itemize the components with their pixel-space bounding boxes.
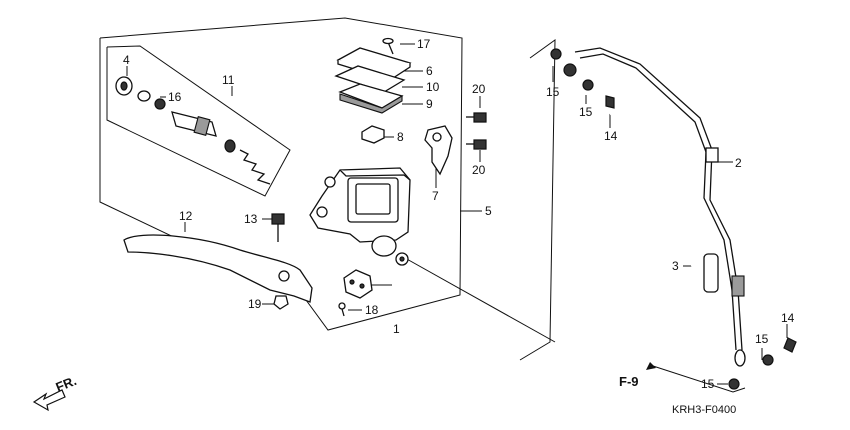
callout-12: 12: [179, 209, 193, 223]
front-direction-indicator: FR.: [32, 373, 79, 412]
callout-1: 1: [393, 322, 400, 336]
callout-15-upper-left: 15: [546, 85, 560, 99]
reference-pointer: F-9: [619, 362, 656, 389]
callout-9: 9: [426, 97, 433, 111]
stop-switch: [338, 269, 373, 317]
assembly-frames: [99, 17, 556, 361]
callout-13: 13: [244, 212, 258, 226]
front-arrow-icon: [32, 389, 66, 412]
holder-and-bolts: [424, 112, 487, 176]
callout-labels: 1 2 3 4 5 6 7 8 9 10 11 12 13 14 14 15 1…: [123, 37, 795, 391]
callout-20-lower: 20: [472, 163, 486, 177]
front-direction-label: FR.: [54, 373, 79, 395]
callout-10: 10: [426, 80, 440, 94]
callout-11: 11: [222, 73, 235, 87]
reference-arrowhead: [646, 362, 656, 370]
callout-6: 6: [426, 64, 433, 78]
callout-14-upper: 14: [604, 129, 618, 143]
callout-16: 16: [168, 90, 182, 104]
callout-8: 8: [397, 130, 404, 144]
callout-20-upper: 20: [472, 82, 486, 96]
callout-15-lower-right: 15: [755, 332, 769, 346]
reference-label: F-9: [619, 374, 639, 389]
callout-18: 18: [365, 303, 379, 317]
callout-2: 2: [735, 156, 742, 170]
piston-set: [115, 76, 271, 185]
callout-4: 4: [123, 53, 130, 67]
callout-19: 19: [248, 297, 262, 311]
callout-15-lower-left: 15: [701, 377, 715, 391]
callout-5: 5: [485, 204, 492, 218]
reservoir-cap-stack: [334, 37, 412, 144]
callout-15-upper-right: 15: [579, 105, 593, 119]
master-cylinder-body: [309, 167, 411, 266]
callout-17: 17: [417, 37, 431, 51]
brake-hose-assembly: [550, 47, 797, 390]
callout-3: 3: [672, 259, 679, 273]
callout-7: 7: [432, 189, 439, 203]
callout-14-lower: 14: [781, 311, 795, 325]
figure-code: KRH3-F0400: [672, 404, 736, 416]
brake-lever: [123, 213, 313, 310]
